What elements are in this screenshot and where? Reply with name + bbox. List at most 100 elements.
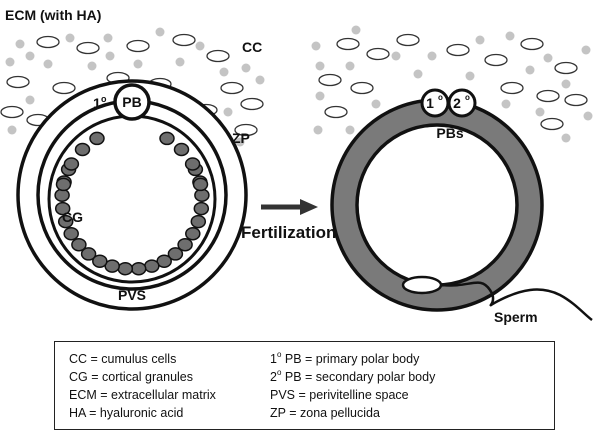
fertilization-label: Fertilization — [241, 223, 336, 242]
cumulus-dot — [535, 107, 545, 117]
cumulus-dot — [371, 99, 381, 109]
cumulus-dot — [7, 125, 17, 135]
oocyte-membrane — [47, 114, 217, 284]
arrow-head — [300, 199, 318, 215]
cumulus-dot — [105, 51, 115, 61]
legend-right-column: 1o PB = primary polar body 2o PB = secon… — [270, 350, 435, 422]
cortical-granule — [57, 214, 74, 229]
cumulus-dot — [25, 51, 35, 61]
cumulus-cell — [234, 123, 258, 137]
cumulus-dot — [413, 69, 423, 79]
primary-pb-label-degree: o — [101, 94, 107, 104]
cortical-granule — [184, 157, 201, 171]
cumulus-dot — [195, 41, 205, 51]
pb2-label: 2 — [453, 95, 461, 111]
cortical-granule — [89, 131, 105, 146]
legend-text: PB = secondary polar body — [281, 370, 436, 384]
cumulus-dot — [465, 71, 475, 81]
cumulus-dot — [15, 39, 25, 49]
cortical-granule — [80, 247, 97, 261]
cumulus-cell — [52, 81, 76, 95]
cumulus-cell — [206, 49, 230, 63]
cumulus-dot — [25, 95, 35, 105]
cumulus-cell — [446, 43, 470, 57]
cumulus-cell — [172, 33, 196, 47]
cumulus-dot — [543, 53, 553, 63]
legend-text: PB = primary polar body — [281, 352, 420, 366]
sperm-label: Sperm — [494, 309, 538, 325]
cumulus-cell — [540, 117, 564, 131]
cortical-granule — [159, 131, 175, 146]
cortical-granule — [63, 226, 79, 241]
legend-pre: 2 — [270, 370, 277, 384]
pb1-label: 1 — [426, 95, 434, 111]
legend-entry-ha: HA = hyaluronic acid — [69, 406, 184, 420]
cumulus-dot — [223, 107, 233, 117]
cumulus-dot — [313, 125, 323, 135]
primary-pb-label-text: PB — [122, 94, 141, 110]
cg-label: CG — [62, 209, 83, 225]
cumulus-dot — [583, 111, 593, 121]
primary-polar-body: 1 o PB — [93, 83, 151, 121]
cumulus-dot — [315, 91, 325, 101]
cumulus-cell — [240, 97, 264, 111]
cumulus-dot — [241, 63, 251, 73]
cumulus-dot — [501, 99, 511, 109]
ecm-label: ECM (with HA) — [5, 7, 101, 23]
legend-pre: 1 — [270, 352, 277, 366]
cortical-granule — [104, 259, 120, 273]
polar-body-circle — [113, 83, 151, 121]
legend-sup: o — [276, 349, 282, 359]
cortical-granule — [144, 259, 160, 273]
legend-box: CC = cumulus cells CG = cortical granule… — [54, 341, 555, 430]
unfertilized-oocyte — [16, 79, 248, 311]
legend-entry-cc: CC = cumulus cells — [69, 352, 177, 366]
cumulus-dot — [351, 25, 361, 35]
pb2-degree: o — [465, 93, 470, 102]
pb1-degree: o — [438, 93, 443, 102]
cumulus-dot — [475, 35, 485, 45]
cumulus-cell — [6, 75, 30, 89]
cumulus-dot — [311, 41, 321, 51]
cortical-granule — [130, 261, 147, 276]
sperm: Sperm — [401, 275, 593, 325]
legend-entry-cg: CG = cortical granules — [69, 370, 194, 384]
legend-entry-primary-pb: 1o PB = primary polar body — [270, 350, 435, 368]
legend-entry-pvs: PVS = perivitelline space — [270, 388, 409, 402]
secondary-polar-body-right — [447, 88, 477, 118]
cumulus-cell — [336, 37, 360, 51]
cumulus-dot — [345, 61, 355, 71]
cumulus-cell — [76, 41, 100, 55]
cumulus-cell — [554, 61, 578, 75]
cumulus-cell — [126, 39, 150, 53]
cumulus-dot — [175, 57, 185, 67]
legend-entry-zp: ZP = zona pellucida — [270, 406, 380, 420]
cumulus-cell — [366, 47, 390, 61]
legend-left-column: CC = cumulus cells CG = cortical granule… — [69, 350, 216, 422]
cortical-granule — [190, 214, 207, 229]
cumulus-dot — [561, 133, 571, 143]
cumulus-dot — [427, 51, 437, 61]
legend-sup: o — [276, 367, 282, 377]
sperm-tail — [441, 281, 593, 322]
cortical-granule — [92, 254, 108, 268]
cortical-granule — [63, 157, 80, 171]
cumulus-dot — [255, 75, 265, 85]
cumulus-dot — [103, 33, 113, 43]
cumulus-dot — [5, 57, 15, 67]
cumulus-dot — [235, 137, 245, 147]
sperm-head — [401, 275, 443, 295]
cortical-granule — [193, 201, 210, 216]
cumulus-cell — [318, 73, 342, 87]
cumulus-cell — [220, 81, 244, 95]
cumulus-dot — [43, 59, 53, 69]
cortical-granule — [71, 237, 87, 252]
cortical-granule — [54, 201, 71, 216]
polar-bodies-pair: 1 o 2 o PBs — [420, 88, 477, 141]
cumulus-dot — [505, 31, 515, 41]
cumulus-cells-left — [0, 27, 265, 147]
oocyte-membrane-fertilized — [355, 123, 519, 287]
cumulus-cell — [536, 89, 560, 103]
cumulus-cell — [350, 81, 374, 95]
